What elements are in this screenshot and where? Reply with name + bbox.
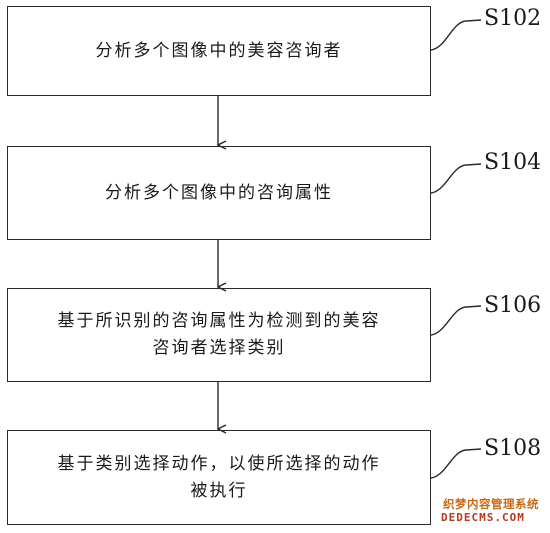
step-box-s106: 基于所识别的咨询属性为检测到的美容 咨询者选择类别 [7, 288, 431, 382]
step-label-s102: S102 [484, 6, 542, 31]
leader-s106 [430, 305, 482, 336]
step-text-s106: 基于所识别的咨询属性为检测到的美容 咨询者选择类别 [57, 311, 381, 358]
watermark-url: DEDECMS.COM [441, 511, 525, 524]
step-box-s108: 基于类别选择动作，以使所选择的动作 被执行 [7, 430, 431, 525]
step-text-s102: 分析多个图像中的美容咨询者 [95, 40, 343, 61]
step-box-s102: 分析多个图像中的美容咨询者 [7, 6, 431, 96]
leader-s102 [430, 19, 482, 51]
step-box-s104: 分析多个图像中的咨询属性 [7, 146, 431, 240]
leader-s108 [430, 448, 482, 479]
step-text-s104: 分析多个图像中的咨询属性 [105, 182, 333, 203]
step-label-s106: S106 [484, 293, 542, 318]
step-text-s108: 基于类别选择动作，以使所选择的动作 被执行 [57, 453, 381, 501]
step-label-s104: S104 [484, 150, 542, 175]
step-label-s108: S108 [484, 436, 542, 461]
watermark-title: 织梦内容管理系统 [443, 497, 539, 511]
leader-s104 [430, 163, 482, 194]
